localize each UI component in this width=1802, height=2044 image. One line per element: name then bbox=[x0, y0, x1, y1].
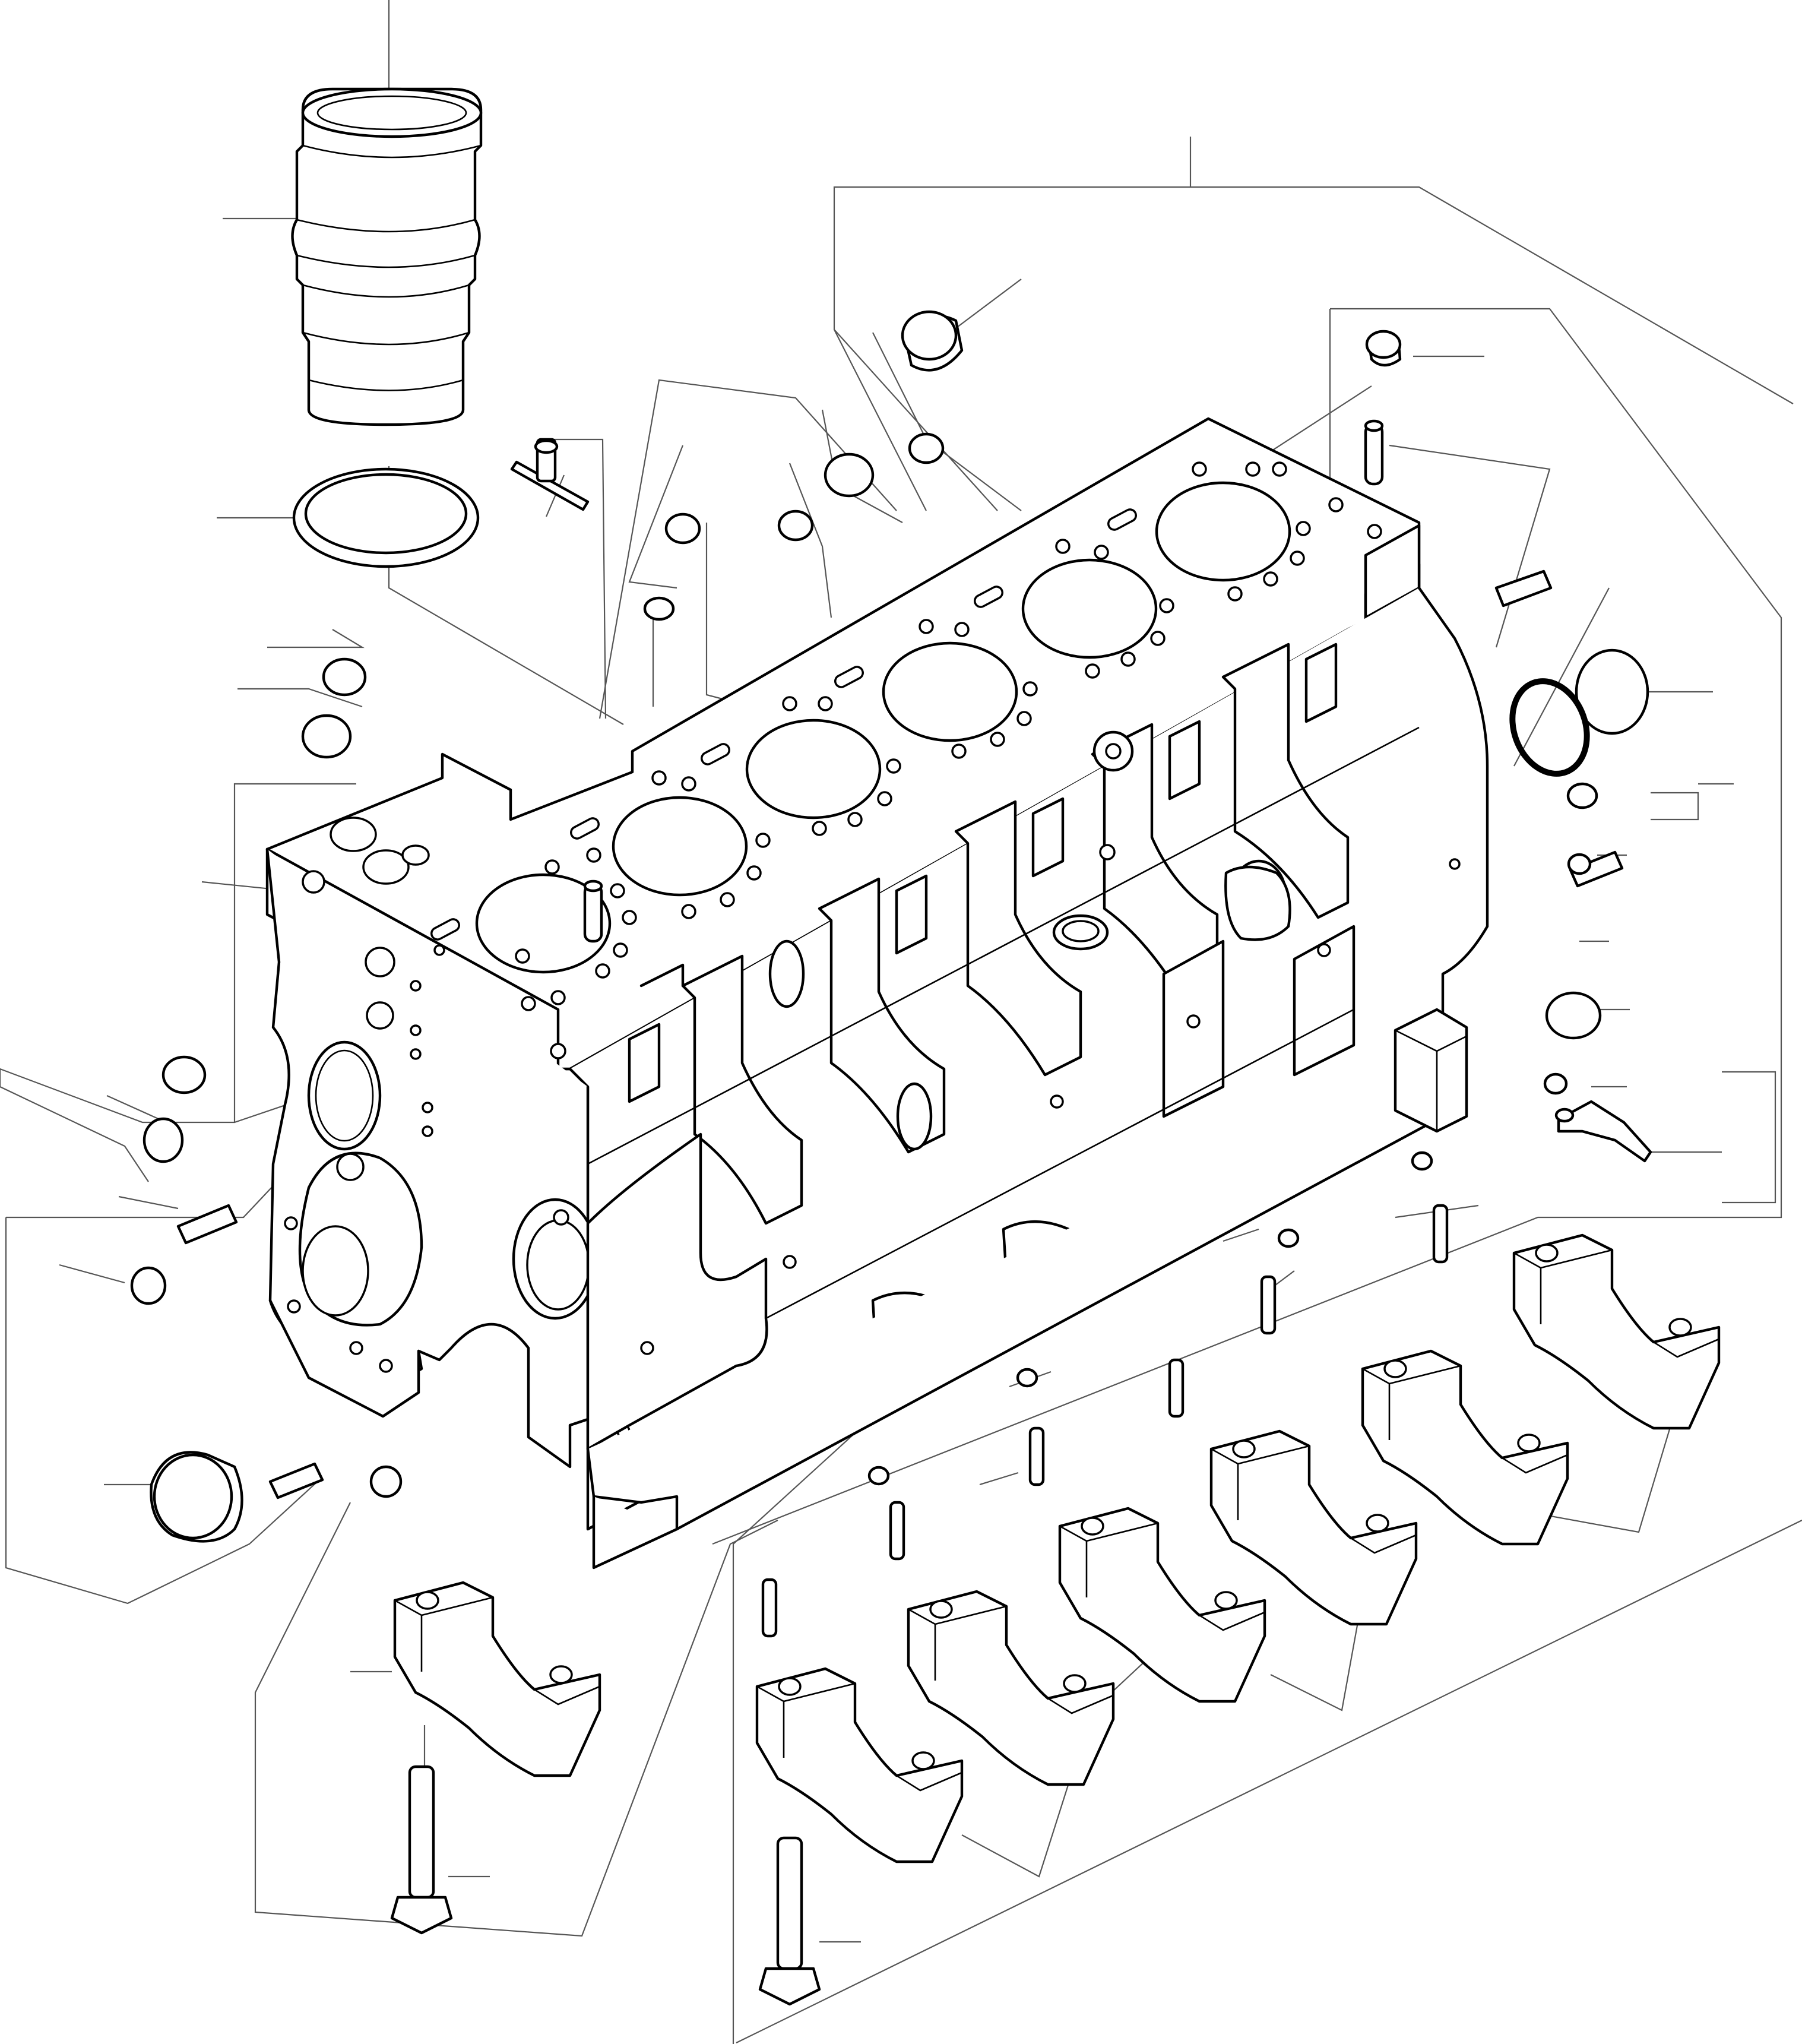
leader-bottom-right-line bbox=[736, 1520, 1802, 2043]
leader-sensor-bracket bbox=[1651, 1071, 1776, 1204]
leader-plug-c bbox=[788, 463, 832, 618]
bearing-cap-2 bbox=[755, 1667, 964, 1863]
tee-fitting bbox=[510, 438, 590, 511]
leader-cap-a bbox=[872, 279, 1022, 511]
leader-top-frame bbox=[833, 137, 1794, 511]
o-ring-seal bbox=[1509, 678, 1590, 777]
main-bearing-bolts bbox=[390, 1204, 1449, 2006]
bearing-cap-7 bbox=[1512, 1233, 1721, 1430]
liner-seal-ring bbox=[292, 467, 480, 568]
deck-bolt-holes bbox=[515, 461, 1382, 1011]
block-side-windows bbox=[628, 643, 1338, 1103]
leader-left-plugs bbox=[237, 629, 365, 708]
deck-water-slots bbox=[430, 508, 1137, 941]
leader-cap-b bbox=[1261, 355, 1484, 458]
leader-bearing-caps-chain bbox=[961, 1413, 1676, 1878]
cylinder-liner bbox=[291, 87, 483, 426]
leader-right-plugs bbox=[1579, 854, 1630, 1088]
leader-left-bolts bbox=[59, 1094, 179, 1284]
temperature-sensor bbox=[1554, 1100, 1652, 1163]
expansion-plugs bbox=[130, 310, 1649, 1498]
main-bearing-caps bbox=[393, 1233, 1721, 1863]
leader-tee-fitting bbox=[545, 438, 607, 719]
engine-block bbox=[265, 417, 1489, 1570]
bearing-cap-3 bbox=[907, 1590, 1115, 1786]
bearing-cap-1 bbox=[393, 1581, 601, 1777]
crank-seal-ring bbox=[150, 1451, 243, 1543]
leader-right-group bbox=[1651, 783, 1734, 821]
bearing-cap-6 bbox=[1361, 1349, 1569, 1546]
leader-oring-right bbox=[1513, 587, 1713, 767]
leader-plug-a bbox=[628, 445, 684, 707]
bearing-cap-5 bbox=[1209, 1429, 1418, 1626]
dowel-pins bbox=[176, 419, 1624, 1499]
threaded-plugs bbox=[161, 453, 1602, 1486]
cylinder-bores bbox=[475, 481, 1291, 974]
bearing-cap-4 bbox=[1058, 1507, 1266, 1703]
